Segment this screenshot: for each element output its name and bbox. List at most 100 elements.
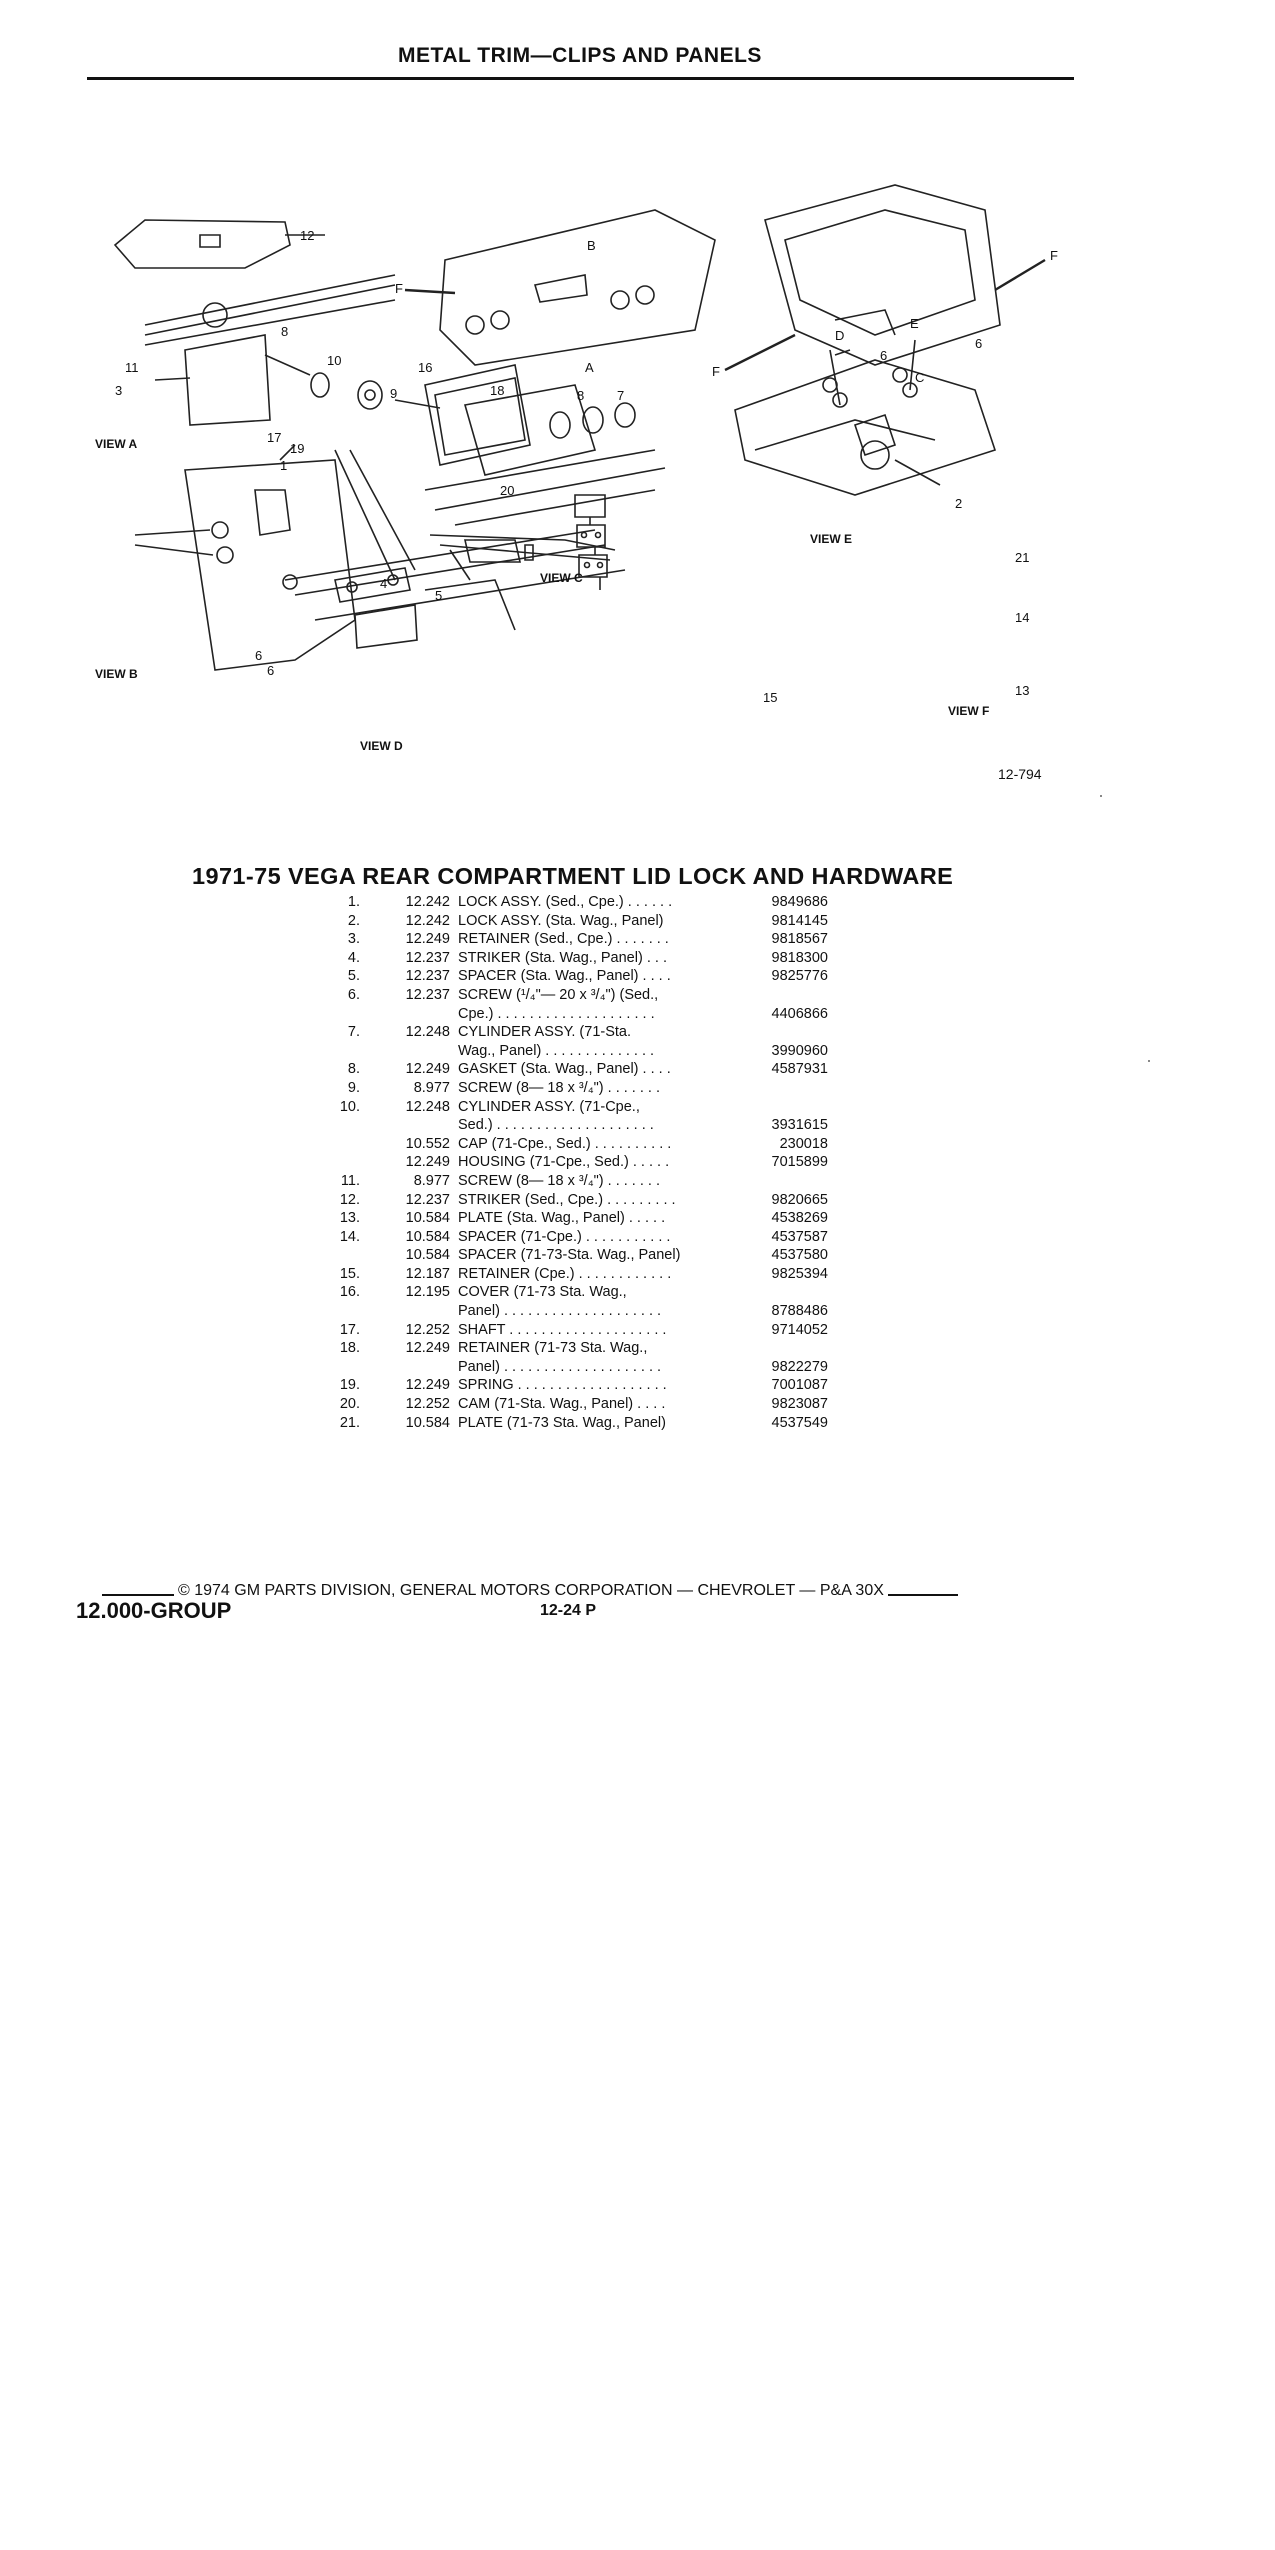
- part-number: 9849686: [771, 894, 828, 910]
- group-number: 12.252: [405, 1321, 450, 1338]
- item-number: 1.: [347, 894, 360, 910]
- part-description: CAM (71-Sta. Wag., Panel) . . . .: [458, 1396, 666, 1413]
- item-number: 19.: [339, 1377, 360, 1394]
- group-number: 12.237: [405, 949, 450, 966]
- callout-17: 17: [267, 430, 281, 445]
- footer-rule-left: [102, 1594, 174, 1596]
- parts-row: Cpe.) . . . . . . . . . . . . . . . . . …: [300, 1005, 860, 1024]
- part-number: 9823087: [771, 1396, 828, 1413]
- part-description: STRIKER (Sed., Cpe.) . . . . . . . . .: [458, 1191, 676, 1208]
- group-number: 10.584: [405, 1247, 450, 1264]
- view-f-label: VIEW F: [948, 704, 989, 718]
- view-c-drawing: [394, 364, 666, 526]
- part-description: GASKET (Sta. Wag., Panel) . . . .: [458, 1061, 671, 1078]
- item-number: 17.: [339, 1321, 360, 1338]
- callout-4: 4: [380, 576, 387, 591]
- parts-row: 18. 12.249 RETAINER (71-73 Sta. Wag.,: [300, 1339, 860, 1358]
- item-number: 7.: [347, 1024, 360, 1041]
- part-description: LOCK ASSY. (Sed., Cpe.) . . . . . .: [458, 894, 673, 910]
- part-description: RETAINER (Sed., Cpe.) . . . . . . .: [458, 931, 669, 948]
- footer-page-number: 12-24 P: [540, 1602, 597, 1619]
- header-rule: [87, 77, 1074, 80]
- part-number: 9714052: [771, 1321, 828, 1338]
- item-number: 10.: [339, 1098, 360, 1115]
- part-description: SPACER (71-Cpe.) . . . . . . . . . . .: [458, 1228, 671, 1245]
- part-description: SPACER (71-73-Sta. Wag., Panel): [458, 1247, 681, 1264]
- group-number: 12.249: [405, 1154, 450, 1171]
- part-number: 9822279: [771, 1358, 828, 1375]
- part-number: 8788486: [771, 1303, 828, 1320]
- callout-13: 13: [1015, 683, 1029, 698]
- item-number: 5.: [347, 968, 360, 985]
- callout-16: 16: [418, 360, 432, 375]
- item-number: 21.: [339, 1414, 360, 1431]
- group-number: 10.584: [405, 1228, 450, 1245]
- scan-speck: [1148, 1060, 1150, 1062]
- part-description: SCREW (¹/₄"— 20 x ³/₄") (Sed.,: [458, 986, 659, 1003]
- part-description: CAP (71-Cpe., Sed.) . . . . . . . . . .: [458, 1135, 672, 1152]
- exploded-diagram: 12 10 8 11 3 17 19 VIEW A 1 6 VIEW B B A…: [83, 150, 1080, 790]
- part-description: CYLINDER ASSY. (71-Sta.: [458, 1024, 632, 1041]
- parts-row: Panel) . . . . . . . . . . . . . . . . .…: [300, 1302, 860, 1321]
- part-description: PLATE (71-73 Sta. Wag., Panel): [458, 1414, 666, 1431]
- group-number: 12.249: [405, 1340, 450, 1357]
- part-number: 4587931: [771, 1061, 828, 1078]
- part-description: SPRING . . . . . . . . . . . . . . . . .…: [458, 1377, 667, 1394]
- part-number: 230018: [779, 1135, 828, 1152]
- scan-speck: [1100, 795, 1102, 797]
- part-number: 9825394: [771, 1265, 828, 1282]
- part-description: SCREW (8— 18 x ³/₄") . . . . . . .: [458, 1172, 661, 1189]
- letter-f-left: F: [395, 281, 403, 296]
- callout-5: 5: [435, 588, 442, 603]
- part-description: LOCK ASSY. (Sta. Wag., Panel): [458, 912, 664, 929]
- part-number: 4538269: [771, 1210, 828, 1227]
- callout-2: 2: [955, 496, 962, 511]
- letter-f-wagon: F: [712, 364, 720, 379]
- part-description: SCREW (8— 18 x ³/₄") . . . . . . .: [458, 1079, 661, 1096]
- group-number: 12.187: [405, 1265, 450, 1282]
- part-number: 4537549: [771, 1414, 828, 1431]
- group-number: 10.584: [405, 1210, 450, 1227]
- car-rear-drawing: [404, 209, 716, 366]
- part-description: Panel) . . . . . . . . . . . . . . . . .…: [458, 1358, 662, 1375]
- footer-rule-right: [887, 1594, 958, 1596]
- view-e-drawing: [734, 339, 997, 496]
- section-title: 1971-75 VEGA REAR COMPARTMENT LID LOCK A…: [192, 863, 954, 889]
- part-description: RETAINER (71-73 Sta. Wag.,: [458, 1340, 648, 1357]
- group-number: 10.552: [405, 1135, 450, 1152]
- callout-8: 8: [281, 324, 288, 339]
- callout-15: 15: [763, 690, 777, 705]
- item-number: 20.: [339, 1396, 360, 1413]
- letter-f-right: F: [1050, 248, 1058, 263]
- letter-a: A: [585, 360, 594, 375]
- part-description: CYLINDER ASSY. (71-Cpe.,: [458, 1098, 640, 1115]
- group-number: 12.249: [405, 931, 450, 948]
- item-number: 6.: [347, 986, 360, 1003]
- parts-row: 20. 12.252 CAM (71-Sta. Wag., Panel) . . .…: [300, 1395, 860, 1414]
- group-number: 12.252: [405, 1396, 450, 1413]
- group-number: 8.977: [413, 1172, 450, 1189]
- group-number: 12.195: [405, 1284, 450, 1301]
- item-number: 11.: [340, 1172, 360, 1189]
- part-description: STRIKER (Sta. Wag., Panel) . . .: [458, 949, 667, 966]
- letter-c: C: [915, 370, 924, 385]
- part-number: 9818567: [771, 931, 828, 948]
- item-number: 3.: [347, 931, 360, 948]
- callout-1: 1: [280, 458, 287, 473]
- part-number: 4537580: [771, 1247, 828, 1264]
- item-number: 18.: [339, 1340, 360, 1357]
- part-number: 4406866: [771, 1005, 828, 1022]
- group-number: 10.584: [405, 1414, 450, 1431]
- callout-19: 19: [290, 441, 304, 456]
- callout-7: 7: [617, 388, 624, 403]
- figure-reference: 12-794: [998, 766, 1042, 782]
- part-description: Panel) . . . . . . . . . . . . . . . . .…: [458, 1303, 662, 1320]
- letter-d: D: [835, 328, 844, 343]
- view-f-drawing: [574, 494, 608, 590]
